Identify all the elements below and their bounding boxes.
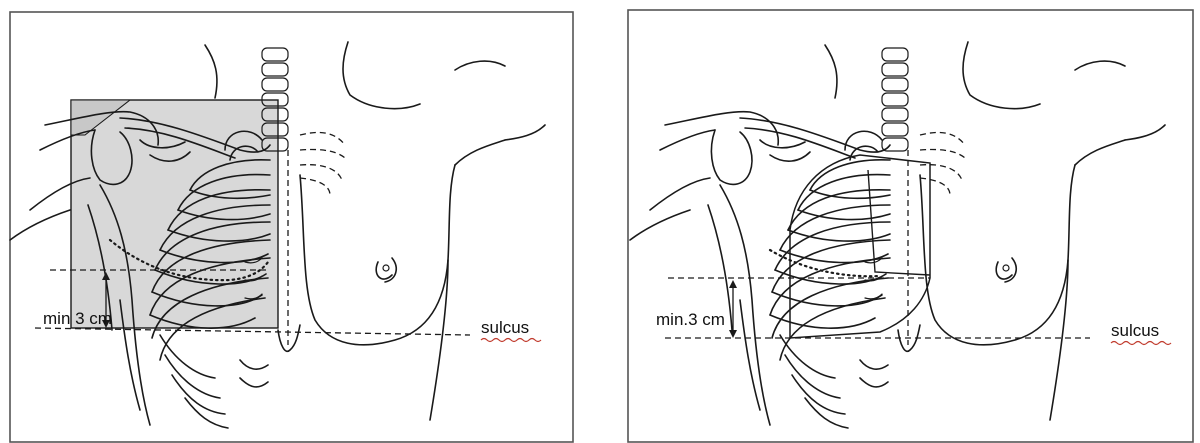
right-distance-label: min.3 cm: [656, 310, 725, 329]
left-treatment-field: [71, 100, 278, 328]
left-sulcus-label: sulcus: [481, 318, 529, 337]
left-distance-label: min 3 cm: [43, 309, 112, 328]
right-panel-frame: [628, 10, 1193, 442]
right-panel: min.3 cm sulcus: [628, 10, 1193, 442]
right-sulcus-label: sulcus: [1111, 321, 1159, 340]
left-panel: min 3 cm sulcus: [10, 12, 573, 442]
